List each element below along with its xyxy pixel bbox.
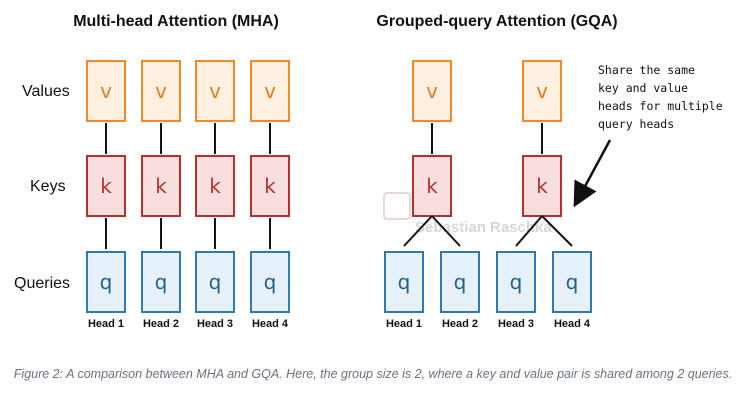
mha-value-2: v bbox=[141, 60, 181, 122]
gqa-value-1-box bbox=[412, 60, 452, 122]
annotation-line-2: key and value bbox=[598, 81, 688, 95]
gqa-query-3-label: q bbox=[510, 270, 523, 294]
mha-key-4-box bbox=[250, 155, 290, 217]
mha-query-2: q bbox=[141, 251, 181, 313]
mha-key-2-box bbox=[141, 155, 181, 217]
gqa-annotation: Share the same key and value heads for m… bbox=[573, 63, 723, 208]
mha-query-3: q bbox=[195, 251, 235, 313]
gqa-key-2: k bbox=[522, 155, 562, 217]
mha-value-2-box bbox=[141, 60, 181, 122]
mha-value-4-box bbox=[250, 60, 290, 122]
mha-query-1: q bbox=[86, 251, 126, 313]
mha-query-1-label: q bbox=[100, 270, 113, 294]
annotation-line-4: query heads bbox=[598, 117, 674, 131]
mha-value-3-label: v bbox=[209, 79, 221, 103]
gqa-connector-kq-1 bbox=[403, 215, 433, 247]
mha-query-4: q bbox=[250, 251, 290, 313]
mha-value-1-label: v bbox=[100, 79, 112, 103]
gqa-connector-kq-3 bbox=[515, 215, 543, 247]
gqa-head-label-3: Head 3 bbox=[498, 318, 534, 330]
gqa-value-2-box bbox=[522, 60, 562, 122]
gqa-title: Grouped-query Attention (GQA) bbox=[376, 13, 617, 30]
gqa-value-2-label: v bbox=[536, 79, 548, 103]
mha-key-1-box bbox=[86, 155, 126, 217]
gqa-head-label-1: Head 1 bbox=[386, 318, 422, 330]
mha-value-1: v bbox=[86, 60, 126, 122]
mha-key-4-label: k bbox=[264, 174, 276, 198]
gqa-key-1: k bbox=[412, 155, 452, 217]
gqa-head-label-4: Head 4 bbox=[554, 318, 591, 330]
row-label-queries: Queries bbox=[14, 275, 70, 292]
mha-head-label-3: Head 3 bbox=[197, 318, 233, 330]
row-label-keys: Keys bbox=[30, 178, 66, 195]
gqa-key-1-label: k bbox=[426, 174, 438, 198]
mha-query-3-label: q bbox=[209, 270, 222, 294]
gqa-query-1: q bbox=[384, 251, 424, 313]
watermark: Sebastian Raschka bbox=[383, 192, 552, 236]
mha-value-4-label: v bbox=[264, 79, 276, 103]
gqa-value-1-label: v bbox=[426, 79, 438, 103]
gqa-query-3: q bbox=[496, 251, 536, 313]
annotation-arrow bbox=[573, 139, 612, 208]
mha-key-1: k bbox=[86, 155, 126, 217]
gqa-head-label-2: Head 2 bbox=[442, 318, 478, 330]
watermark-text: Sebastian Raschka bbox=[415, 219, 552, 236]
figure-caption: Figure 2: A comparison between MHA and G… bbox=[13, 367, 733, 381]
mha-value-2-label: v bbox=[155, 79, 167, 103]
gqa-query-1-label: q bbox=[398, 270, 411, 294]
gqa-query-4-label: q bbox=[566, 270, 579, 294]
mha-value-1-box bbox=[86, 60, 126, 122]
gqa-query-1-box bbox=[384, 251, 424, 313]
mha-query-1-box bbox=[86, 251, 126, 313]
gqa-key-2-label: k bbox=[536, 174, 548, 198]
gqa-query-3-box bbox=[496, 251, 536, 313]
gqa-query-2: q bbox=[440, 251, 480, 313]
mha-value-3: v bbox=[195, 60, 235, 122]
mha-key-2-label: k bbox=[155, 174, 167, 198]
gqa-connector-kq-4 bbox=[541, 215, 573, 247]
gqa-query-4: q bbox=[552, 251, 592, 313]
mha-head-label-2: Head 2 bbox=[143, 318, 179, 330]
gqa-query-4-box bbox=[552, 251, 592, 313]
mha-key-3-box bbox=[195, 155, 235, 217]
gqa-value-1: v bbox=[412, 60, 452, 122]
gqa-connector-kq-2 bbox=[431, 215, 461, 247]
mha-key-1-label: k bbox=[100, 174, 112, 198]
mha-query-4-label: q bbox=[264, 270, 277, 294]
gqa-query-2-label: q bbox=[454, 270, 467, 294]
mha-query-2-box bbox=[141, 251, 181, 313]
mha-key-3: k bbox=[195, 155, 235, 217]
mha-query-3-box bbox=[195, 251, 235, 313]
gqa-query-2-box bbox=[440, 251, 480, 313]
mha-query-4-box bbox=[250, 251, 290, 313]
mha-value-4: v bbox=[250, 60, 290, 122]
mha-query-2-label: q bbox=[155, 270, 168, 294]
gqa-value-2: v bbox=[522, 60, 562, 122]
mha-key-2: k bbox=[141, 155, 181, 217]
annotation-line-1: Share the same bbox=[598, 63, 695, 77]
mha-key-4: k bbox=[250, 155, 290, 217]
mha-head-label-4: Head 4 bbox=[252, 318, 289, 330]
row-label-values: Values bbox=[22, 83, 70, 100]
annotation-line-3: heads for multiple bbox=[598, 99, 723, 113]
mha-head-label-1: Head 1 bbox=[88, 318, 124, 330]
watermark-seal-icon bbox=[383, 192, 411, 220]
mha-key-3-label: k bbox=[209, 174, 221, 198]
mha-value-3-box bbox=[195, 60, 235, 122]
mha-title: Multi-head Attention (MHA) bbox=[73, 13, 279, 30]
